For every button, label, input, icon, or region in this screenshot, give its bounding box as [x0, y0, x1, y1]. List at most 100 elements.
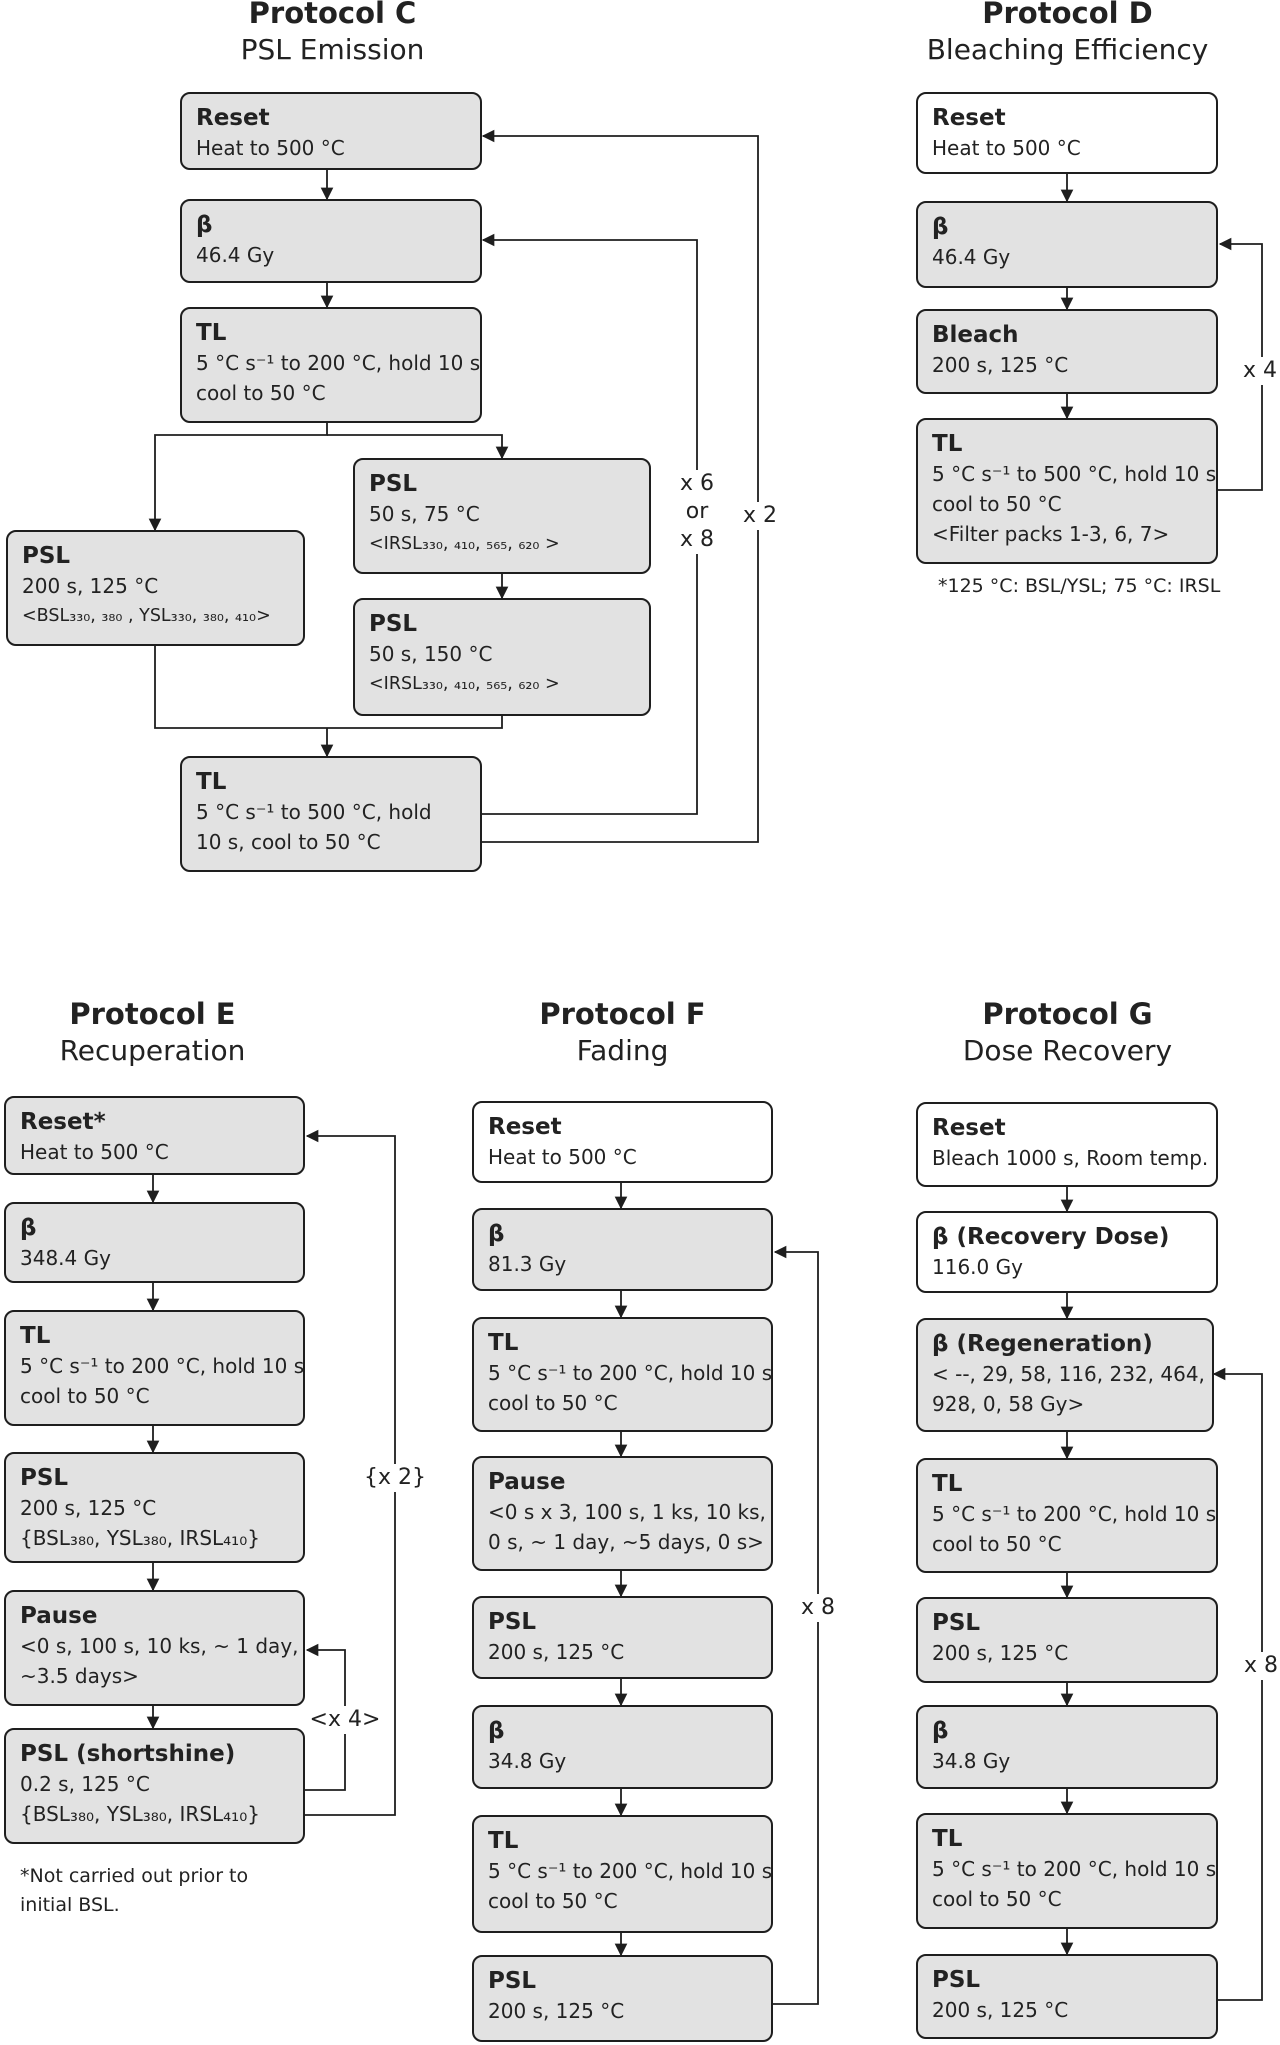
step-detail: 46.4 Gy [196, 243, 275, 267]
step-title: TL [932, 1471, 963, 1497]
protocol-g-title: Protocol G [982, 997, 1153, 1031]
protocol-g-beta-test-step: β 34.8 Gy [916, 1705, 1218, 1789]
step-detail: 50 s, 75 °C [369, 502, 480, 526]
protocol-e-heading: Protocol E Recuperation [20, 996, 285, 1070]
step-title: β (Recovery Dose) [932, 1224, 1170, 1250]
protocol-e-beta-step: β 348.4 Gy [4, 1202, 305, 1283]
protocol-c-title: Protocol C [248, 0, 417, 30]
step-detail: Heat to 500 °C [488, 1145, 637, 1169]
footnote-text: *125 °C: BSL/YSL; 75 °C: IRSL [938, 575, 1221, 597]
step-title: β (Regeneration) [932, 1331, 1153, 1357]
step-detail: <0 s x 3, 100 s, 1 ks, 10 ks, [488, 1500, 766, 1524]
protocol-f-beta-test-step: β 34.8 Gy [472, 1705, 773, 1789]
protocol-c-outer-loop-label: x 2 [738, 502, 782, 530]
protocol-c-reset-step: Reset Heat to 500 °C [180, 92, 482, 170]
step-title: TL [932, 431, 963, 457]
step-detail: <BSL₃₃₀, ₃₈₀ , YSL₃₃₀, ₃₈₀, ₄₁₀> [22, 606, 271, 626]
step-title: β [196, 212, 213, 238]
protocol-c-psl-bsl-ysl-step: PSL 200 s, 125 °C <BSL₃₃₀, ₃₈₀ , YSL₃₃₀,… [6, 530, 305, 646]
protocol-e-outer-loop-label: {x 2} [364, 1464, 426, 1492]
step-detail: cool to 50 °C [932, 1532, 1062, 1556]
protocol-e-reset-step: Reset* Heat to 500 °C [4, 1096, 305, 1175]
step-detail: 0 s, ~ 1 day, ~5 days, 0 s> [488, 1530, 764, 1554]
protocol-g-tl-step: TL 5 °C s⁻¹ to 200 °C, hold 10 s, cool t… [916, 1458, 1218, 1573]
step-title: TL [196, 320, 227, 346]
step-title: Bleach [932, 322, 1019, 348]
step-title: PSL (shortshine) [20, 1741, 236, 1767]
step-title: Reset [932, 105, 1006, 131]
protocol-e-subtitle: Recuperation [59, 1034, 246, 1067]
step-detail: cool to 50 °C [196, 381, 326, 405]
protocol-g-tl-test-step: TL 5 °C s⁻¹ to 200 °C, hold 10 s, cool t… [916, 1813, 1218, 1929]
protocol-f-tl-test-step: TL 5 °C s⁻¹ to 200 °C, hold 10 s, cool t… [472, 1815, 773, 1933]
protocol-e-inner-loop-label: <x 4> [308, 1706, 382, 1734]
step-detail: cool to 50 °C [932, 492, 1062, 516]
step-title: Reset [196, 105, 270, 131]
step-title: β [488, 1221, 505, 1247]
protocol-g-recovery-dose-step: β (Recovery Dose) 116.0 Gy [916, 1211, 1218, 1293]
protocol-d-footnote: *125 °C: BSL/YSL; 75 °C: IRSL [938, 572, 1238, 601]
protocol-d-bleach-step: Bleach 200 s, 125 °C [916, 309, 1218, 394]
step-detail: 200 s, 125 °C [488, 1999, 625, 2023]
step-title: Reset* [20, 1109, 106, 1135]
protocol-c-psl-irsl-150-step: PSL 50 s, 150 °C <IRSL₃₃₀, ₄₁₀, ₅₆₅, ₆₂₀… [353, 598, 651, 716]
step-detail: 928, 0, 58 Gy> [932, 1392, 1085, 1416]
footnote-text: initial BSL. [20, 1894, 120, 1916]
step-title: PSL [932, 1967, 981, 1993]
step-detail: 10 s, cool to 50 °C [196, 830, 381, 854]
step-detail: 200 s, 125 °C [20, 1496, 157, 1520]
protocol-c-inner-loop-label: x 6 or x 8 [670, 470, 724, 554]
protocol-e-psl-shortshine-step: PSL (shortshine) 0.2 s, 125 °C {BSL₃₈₀, … [4, 1728, 305, 1844]
step-title: β [20, 1215, 37, 1241]
protocol-g-psl-test-step: PSL 200 s, 125 °C [916, 1954, 1218, 2039]
step-detail: Heat to 500 °C [196, 136, 345, 160]
protocol-c-psl-irsl-75-step: PSL 50 s, 75 °C <IRSL₃₃₀, ₄₁₀, ₅₆₅, ₆₂₀ … [353, 458, 651, 574]
protocol-f-tl-step: TL 5 °C s⁻¹ to 200 °C, hold 10 s, cool t… [472, 1317, 773, 1432]
protocol-c-heading: Protocol C PSL Emission [200, 0, 465, 69]
step-detail: <IRSL₃₃₀, ₄₁₀, ₅₆₅, ₆₂₀ > [369, 534, 560, 554]
step-detail: 34.8 Gy [932, 1749, 1011, 1773]
step-detail: cool to 50 °C [932, 1887, 1062, 1911]
loop-or: or [685, 499, 709, 524]
loop-count: x 6 [679, 471, 714, 496]
loop-count: x 2 [742, 503, 777, 528]
step-detail: Heat to 500 °C [932, 136, 1081, 160]
protocol-g-psl-step: PSL 200 s, 125 °C [916, 1597, 1218, 1683]
step-title: PSL [932, 1610, 981, 1636]
step-title: TL [196, 769, 227, 795]
step-title: β [488, 1718, 505, 1744]
step-detail: 5 °C s⁻¹ to 500 °C, hold 10 s, [932, 462, 1218, 486]
protocol-e-psl-step: PSL 200 s, 125 °C {BSL₃₈₀, YSL₃₈₀, IRSL₄… [4, 1452, 305, 1563]
protocol-c-beta-step: β 46.4 Gy [180, 199, 482, 283]
protocol-d-subtitle: Bleaching Efficiency [926, 33, 1209, 66]
step-title: Pause [20, 1603, 98, 1629]
step-detail: 200 s, 125 °C [932, 353, 1069, 377]
step-title: PSL [369, 471, 418, 497]
protocol-e-footnote: *Not carried out prior to initial BSL. [20, 1862, 320, 1920]
step-detail: 116.0 Gy [932, 1255, 1023, 1279]
protocol-f-psl-step: PSL 200 s, 125 °C [472, 1596, 773, 1679]
loop-count: <x 4> [309, 1707, 381, 1732]
loop-count: x 4 [1242, 358, 1277, 383]
step-detail: {BSL₃₈₀, YSL₃₈₀, IRSL₄₁₀} [20, 1526, 260, 1550]
protocol-f-title: Protocol F [539, 997, 706, 1031]
step-detail: {BSL₃₈₀, YSL₃₈₀, IRSL₄₁₀} [20, 1802, 260, 1826]
protocol-g-subtitle: Dose Recovery [962, 1034, 1173, 1067]
protocol-f-reset-step: Reset Heat to 500 °C [472, 1101, 773, 1183]
protocol-g-heading: Protocol G Dose Recovery [935, 996, 1200, 1070]
step-detail: 200 s, 125 °C [488, 1640, 625, 1664]
protocol-d-reset-step: Reset Heat to 500 °C [916, 92, 1218, 174]
step-detail: 46.4 Gy [932, 245, 1011, 269]
step-title: PSL [488, 1609, 537, 1635]
loop-count: x 8 [1243, 1653, 1278, 1678]
step-detail: <0 s, 100 s, 10 ks, ~ 1 day, [20, 1634, 299, 1658]
step-title: TL [20, 1323, 51, 1349]
step-detail: <Filter packs 1-3, 6, 7> [932, 522, 1170, 546]
footnote-text: *Not carried out prior to [20, 1865, 249, 1887]
step-detail: 5 °C s⁻¹ to 200 °C, hold 10 s, [932, 1502, 1218, 1526]
protocol-c-tl-step: TL 5 °C s⁻¹ to 200 °C, hold 10 s, cool t… [180, 307, 482, 423]
protocol-d-tl-step: TL 5 °C s⁻¹ to 500 °C, hold 10 s, cool t… [916, 418, 1218, 564]
step-detail: cool to 50 °C [488, 1889, 618, 1913]
step-detail: 5 °C s⁻¹ to 200 °C, hold 10 s, [196, 351, 482, 375]
protocol-c-tl-final-step: TL 5 °C s⁻¹ to 500 °C, hold 10 s, cool t… [180, 756, 482, 872]
